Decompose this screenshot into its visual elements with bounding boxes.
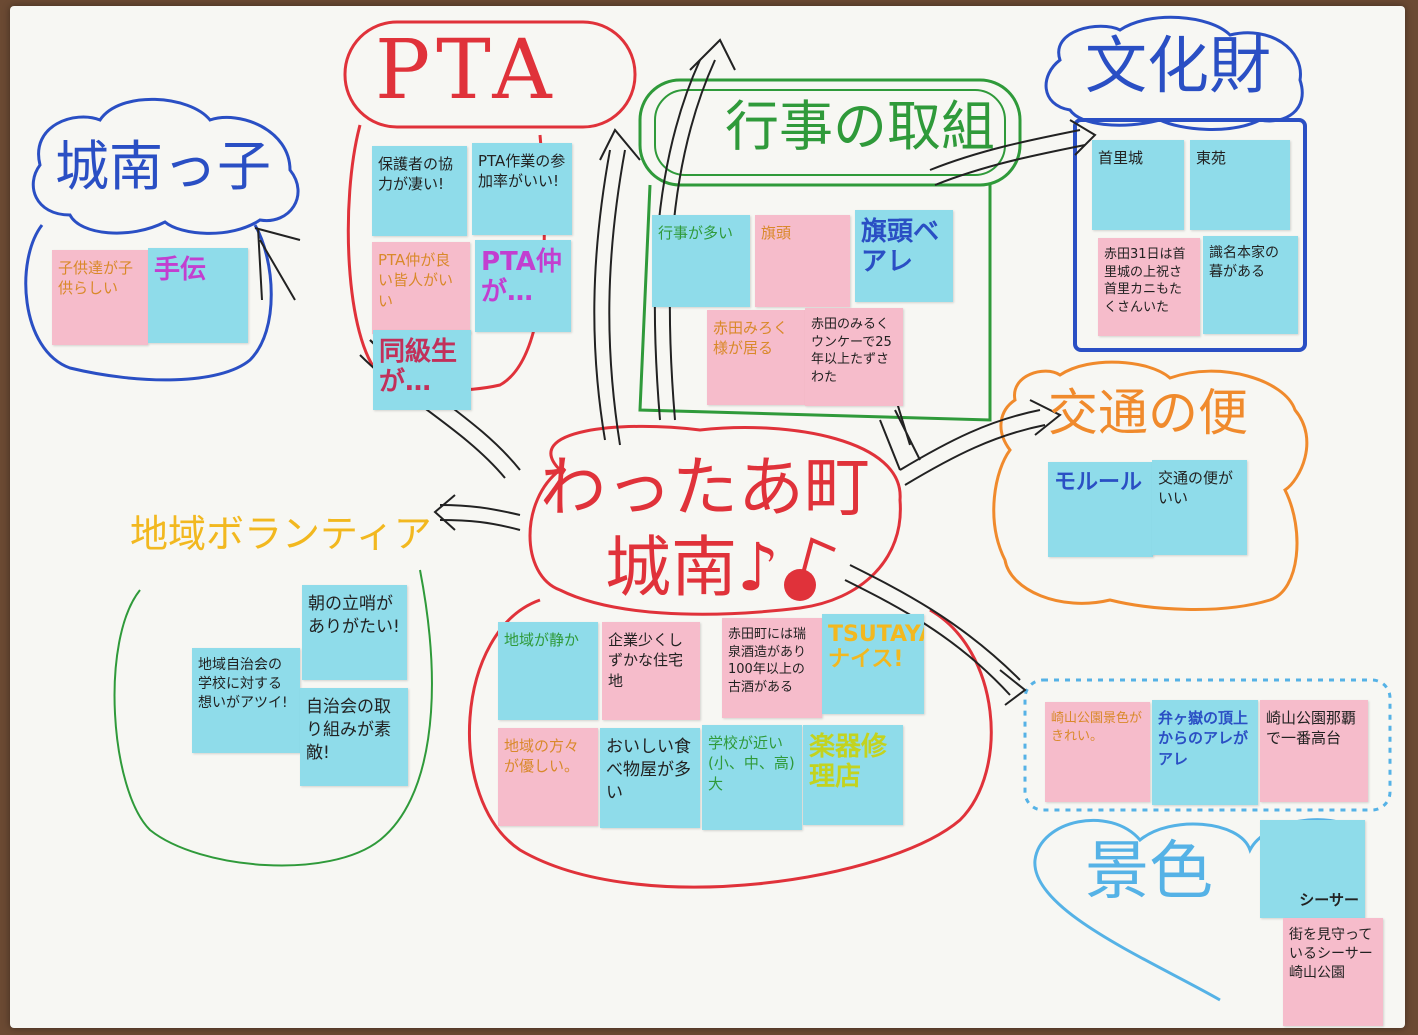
sticky-note: 弁ヶ嶽の頂上からのアレがアレ	[1152, 700, 1258, 805]
pta-frame	[343, 20, 637, 129]
sticky-note: 地域が静か	[498, 622, 598, 720]
sticky-note: 赤田町には瑞泉酒造があり100年以上の古酒がある	[722, 618, 822, 718]
gyoji-body-outline	[638, 184, 992, 422]
sticky-note: 保護者の協力が凄い!	[372, 146, 467, 236]
gyoji-frame	[638, 78, 1022, 187]
sticky-note: 旗頭ベアレ	[855, 210, 953, 302]
sticky-note: 首里城	[1092, 140, 1184, 230]
center-title-line1: わったあ町	[540, 449, 870, 526]
sticky-note: 朝の立哨がありがたい!	[302, 585, 407, 680]
sticky-note: 赤田のみるくウンケーで25年以上たずさわた	[805, 308, 903, 406]
sticky-note: 楽器修理店	[803, 725, 903, 825]
sticky-note: 地域の方々が優しい。	[498, 728, 598, 826]
sticky-note: 街を見守っているシーサー崎山公園	[1283, 918, 1383, 1026]
sticky-note: 同級生が…	[373, 330, 471, 410]
sticky-note: 東苑	[1190, 140, 1290, 230]
sticky-note: シーサー	[1260, 820, 1365, 918]
sticky-note: PTA仲が…	[475, 240, 571, 332]
sticky-note: PTA仲が良い皆人がいい	[372, 242, 470, 334]
kotsu-cloud	[992, 360, 1309, 611]
sticky-note: モルール	[1048, 462, 1153, 557]
sticky-note: 自治会の取り組みが素敵!	[300, 688, 408, 786]
sticky-note: 旗頭	[755, 215, 850, 307]
sticky-note: 行事が多い	[652, 215, 750, 307]
sticky-note: 崎山公園那覇で一番高台	[1260, 700, 1368, 802]
kotsu-title: 交通の便	[1048, 384, 1248, 442]
sticky-note: 地域自治会の学校に対する想いがアツイ!	[192, 648, 300, 753]
keshiki-frame	[1023, 678, 1392, 812]
bunkazai-cloud	[1044, 15, 1304, 131]
sticky-note: 交通の便がいい	[1152, 460, 1247, 555]
center-body-outline	[468, 598, 993, 889]
sticky-note: 学校が近い(小、中、高)大	[702, 725, 802, 830]
gyoji-title: 行事の取組	[725, 95, 995, 158]
center-title-line2: 城南♪	[605, 529, 780, 606]
sticky-note: TSUTAYAナイス!	[822, 614, 924, 714]
sticky-note: おいしい食べ物屋が多い	[600, 728, 700, 828]
jonanko-title: 城南っ子	[55, 135, 271, 198]
bunkazai-title: 文化財	[1085, 29, 1272, 102]
sticky-note: 赤田みろく様が居る	[707, 310, 805, 405]
sticky-note: PTA作業の参加率がいい!	[472, 143, 572, 235]
sticky-note: 子供達が子供らしい	[52, 250, 148, 345]
sticky-note: 手伝	[148, 248, 248, 343]
chiiki-title: 地域ボランティア	[130, 512, 432, 556]
pta-title: PTA	[375, 23, 558, 118]
bunkazai-frame	[1073, 118, 1307, 352]
chiiki-outline	[113, 569, 433, 867]
sticky-note: 識名本家の暮がある	[1203, 236, 1298, 334]
sticky-note: 企業少くしずかな住宅地	[602, 622, 700, 720]
jonanko-cloud	[31, 97, 300, 235]
keshiki-title: 景色	[1085, 835, 1213, 909]
sticky-note: 赤田31日は首里城の上祝さ首里カニもたくさんいた	[1098, 238, 1200, 336]
jonanko-body-outline	[24, 224, 273, 382]
center-bubble	[528, 424, 902, 616]
sticky-note: 崎山公園景色がきれい。	[1045, 702, 1150, 802]
